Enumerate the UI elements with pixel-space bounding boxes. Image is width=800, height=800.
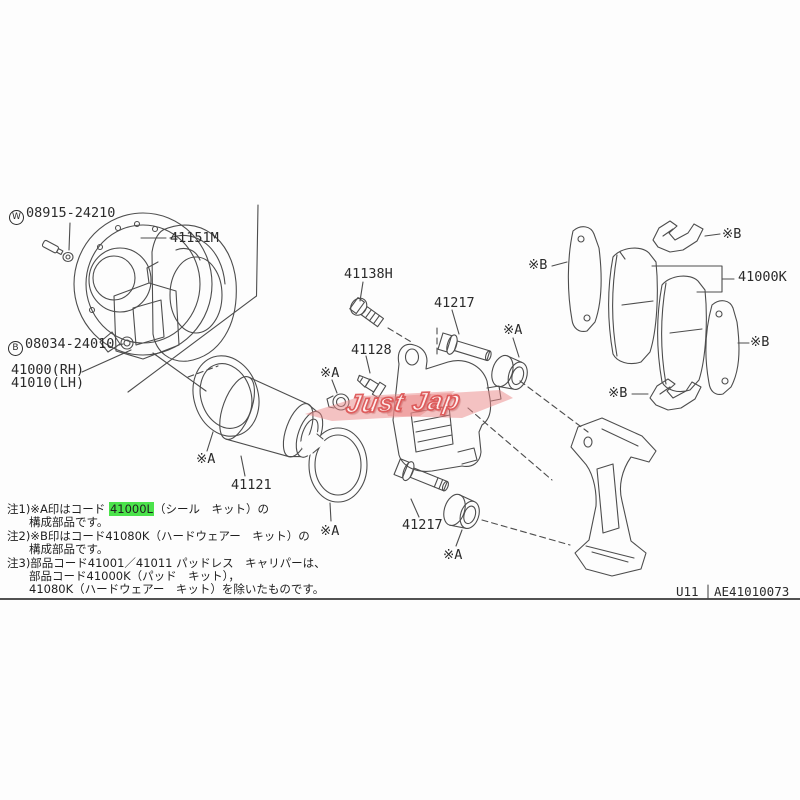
note-3-line-1: 注3)部品コード41001／41011 パッドレス キャリパーは、: [7, 555, 326, 570]
slide-pin-lower-drawing: [393, 458, 449, 492]
brake-pad-outer-drawing: [656, 275, 707, 393]
ref-b-shim-outer: ※B: [750, 334, 770, 350]
pin-bolt-drawing: [349, 296, 385, 328]
circled-b-icon: B: [8, 340, 23, 356]
ref-a-pin-boot-upper: ※A: [503, 322, 523, 338]
piston-seal-drawing: [192, 355, 260, 437]
torque-member-drawing: [570, 417, 657, 577]
drawing-number: AE41010073: [714, 584, 790, 599]
pad-shim-inner-drawing: [567, 226, 602, 332]
circled-w-icon: W: [9, 209, 24, 225]
label-pad-kit: 41000K: [738, 269, 787, 285]
label-piston: 41121: [231, 477, 272, 493]
label-slide-pin-lower: 41217: [402, 517, 443, 533]
ref-a-piston-seal: ※A: [196, 451, 216, 467]
ref-a-bleeder-cap: ※A: [320, 365, 340, 381]
ref-a-pin-boot-lower: ※A: [443, 547, 463, 563]
washer-and-screw-drawing: [41, 239, 74, 263]
ref-b-clip-bottom: ※B: [608, 385, 628, 401]
watermark-band: [305, 390, 513, 421]
label-backing-plate: 41151M: [170, 230, 219, 246]
slide-pin-upper-drawing: [437, 332, 492, 362]
snap-ring-drawing: [298, 427, 368, 503]
note-3-line-3: 41080K（ハードウェアー キット）を除いたものです。: [29, 582, 325, 597]
ref-b-clip-top: ※B: [722, 226, 742, 242]
inset-boundary-line: [127, 204, 259, 393]
label-caliper-lh: 41010(LH): [11, 375, 85, 391]
note-2-line-1: 注2)※B印はコード41080K（ハードウェアー キット）の: [7, 528, 310, 543]
highlighted-code-41000l: 41000L: [108, 502, 154, 516]
piston-drawing: [219, 376, 324, 458]
dashed-assembly-lines: [187, 327, 589, 546]
watermark-logo: Just Jap: [343, 384, 464, 420]
caliper-assembly-drawing: [113, 224, 237, 362]
note-2-line-2: 構成部品です。: [29, 542, 109, 557]
title-block-lines: [0, 584, 800, 600]
model-code: U11: [676, 584, 699, 599]
pad-clip-bottom-drawing: [649, 378, 702, 411]
pin-boot-upper-drawing: [491, 354, 528, 390]
pad-clip-top-drawing: [652, 220, 704, 253]
note-3-line-2: 部品コード41000K（パッド キット），: [29, 569, 240, 584]
label-bleeder-valve: 41128: [351, 342, 392, 358]
pad-shim-outer-drawing: [705, 300, 740, 395]
ref-b-shim-inner: ※B: [528, 257, 548, 273]
label-caliper-rh: 41000(RH): [11, 362, 85, 378]
footnotes: 注1)※A印はコード 41000L（シール キット）の 構成部品です。 注2)※…: [7, 502, 326, 597]
brake-pad-inner-drawing: [607, 247, 658, 365]
label-pin-bolt: 41138H: [344, 266, 393, 282]
note-1-line-1: 注1)※A印はコード 41000L（シール キット）の: [7, 502, 269, 516]
label-slide-pin-upper: 41217: [434, 295, 475, 311]
pin-boot-lower-drawing: [443, 493, 480, 530]
leader-lines: [68, 222, 750, 547]
ref-a-snap-ring: ※A: [320, 523, 340, 539]
note-1-line-2: 構成部品です。: [29, 515, 109, 530]
